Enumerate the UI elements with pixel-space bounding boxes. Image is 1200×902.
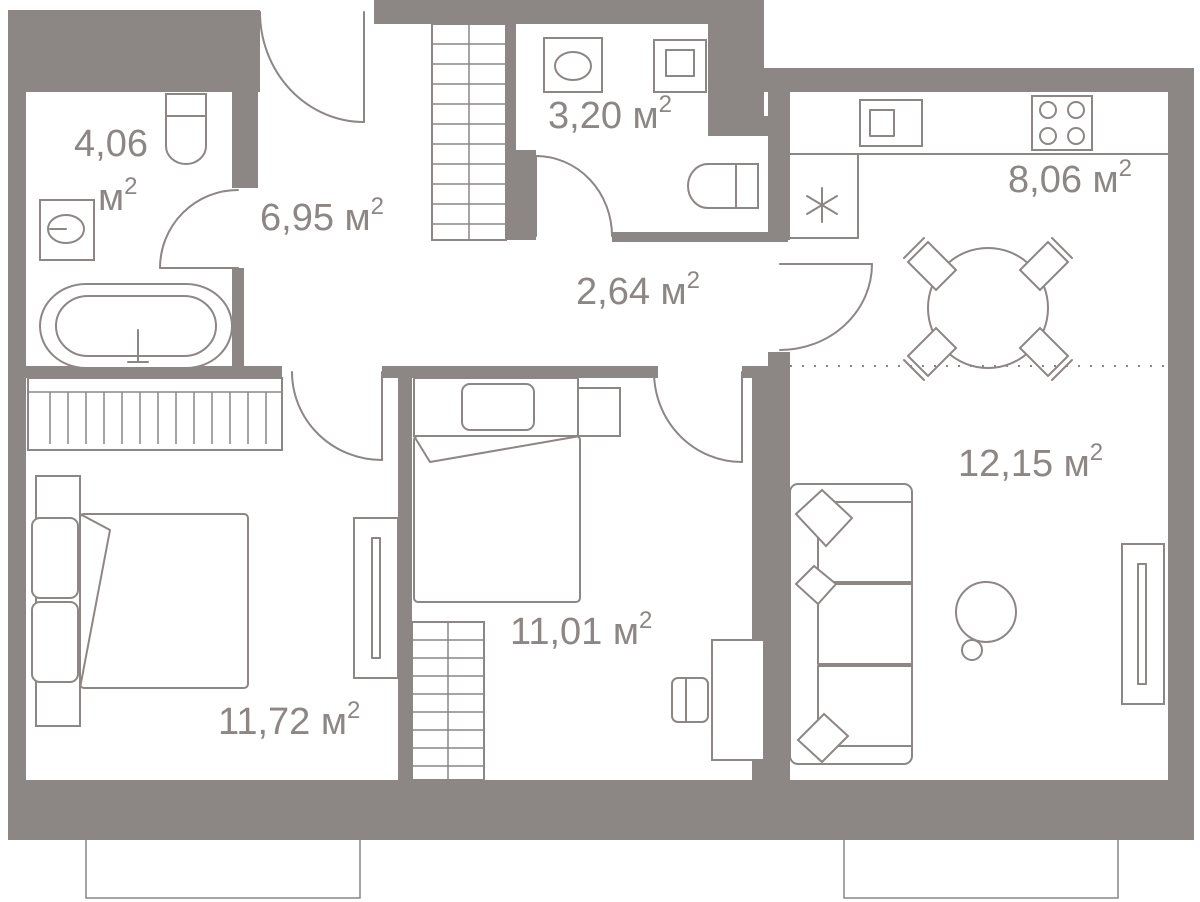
chair-icon: [1018, 237, 1073, 292]
sink-icon: [543, 37, 603, 93]
sofa-icon: [789, 483, 913, 765]
bed-icon: [413, 377, 621, 603]
room-area-bedroom-middle: 11,01 м2: [510, 607, 652, 653]
chair-icon: [903, 237, 958, 292]
pillow-icon: [461, 383, 535, 431]
stove-icon: [1031, 95, 1093, 151]
pillow-icon: [31, 601, 79, 683]
room-area-hall: 6,95 м2: [260, 193, 384, 239]
room-area-kitchen: 8,06 м2: [1008, 155, 1132, 201]
wall-wc-bottom: [612, 232, 788, 242]
door-swing-icon: [291, 371, 383, 461]
wall-top-right: [764, 68, 1194, 92]
tv-icon: [1121, 543, 1165, 705]
wall-bedroom-divider: [398, 378, 412, 780]
walls: [8, 0, 1194, 840]
room-area-bathroom-unit: м2: [98, 173, 137, 219]
snowflake-icon: [806, 187, 838, 223]
sink-icon: [653, 39, 707, 93]
wall-hall-left-upper: [240, 10, 258, 188]
toilet-icon: [687, 163, 759, 209]
area-labels: 4,06 м2 6,95 м2 3,20 м2 2,64 м2 8,06 м2 …: [74, 91, 1132, 743]
wall-bottom: [8, 780, 1194, 840]
wall-wc-corner: [708, 0, 764, 134]
balcony-left: [85, 837, 361, 899]
dining-table-icon: [903, 237, 1073, 381]
wardrobe-icon: [27, 377, 283, 451]
sink-icon: [859, 99, 923, 147]
chair-icon: [903, 326, 958, 381]
chair-icon: [671, 677, 709, 723]
bed-icon: [31, 475, 249, 727]
balcony-right: [843, 837, 1119, 899]
wall-outer-left: [8, 10, 26, 840]
wall-top-middle: [374, 0, 764, 24]
wall-bedroom-mid-top: [382, 366, 658, 378]
pillow-icon: [794, 488, 854, 548]
door-swing-icon: [159, 189, 239, 269]
room-area-corridor: 2,64 м2: [576, 267, 700, 313]
wall-bath-right-upper: [232, 92, 244, 188]
coffee-table: [955, 581, 1017, 661]
room-area-wc: 3,20 м2: [548, 91, 672, 137]
wall-kitchen-left: [768, 92, 790, 240]
doors: [159, 11, 873, 463]
room-area-living: 12,15 м2: [958, 439, 1103, 485]
wall-wc-left: [506, 24, 516, 240]
tv-icon: [353, 517, 399, 679]
room-area-bathroom: 4,06: [74, 123, 148, 165]
wardrobe-icon: [431, 23, 507, 241]
pillow-icon: [794, 564, 838, 606]
wall-top-left: [8, 10, 260, 92]
wall-living-left: [768, 352, 790, 780]
window-middle: [465, 783, 711, 839]
pillow-icon: [31, 517, 79, 599]
pillow-icon: [796, 712, 850, 764]
wardrobe-icon: [411, 621, 485, 781]
wall-outer-right: [1168, 68, 1194, 840]
door-swing-icon: [259, 11, 365, 123]
desk-icon: [671, 639, 765, 761]
room-area-bedroom-left: 11,72 м2: [218, 697, 360, 743]
toilet-icon: [165, 93, 207, 165]
chair-icon: [1018, 326, 1073, 381]
kitchen-counter: [789, 153, 1169, 239]
windows: [85, 783, 1119, 899]
door-swing-icon: [535, 155, 613, 237]
furniture: [27, 23, 1169, 781]
wall-wc-door-jamb: [516, 150, 536, 240]
wall-bath-right-lower: [232, 268, 244, 368]
door-swing-icon: [779, 263, 873, 351]
sink-icon: [39, 199, 95, 261]
door-swing-icon: [653, 371, 743, 463]
bathtub-icon: [39, 283, 233, 369]
